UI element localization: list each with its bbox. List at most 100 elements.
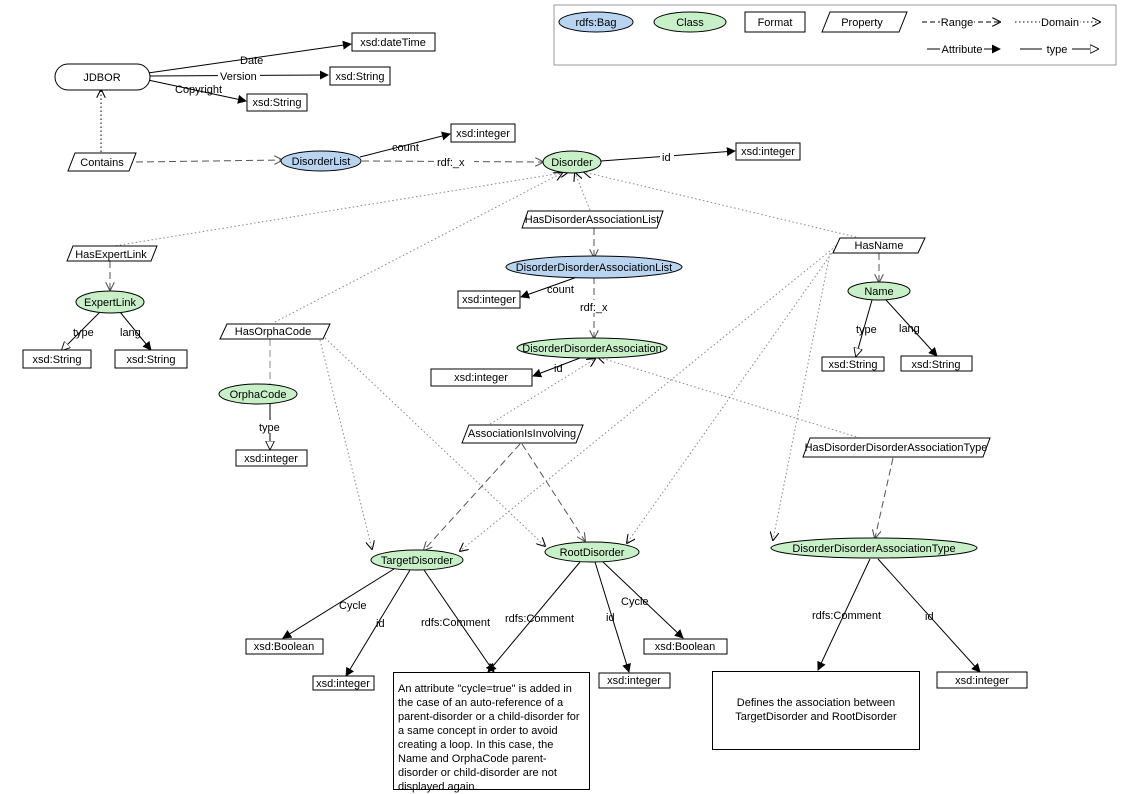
edge-copyright bbox=[147, 79, 247, 104]
has-disorder-association-list-property bbox=[521, 210, 664, 229]
edge-expert-type bbox=[62, 311, 101, 350]
legend-format-shape bbox=[744, 11, 806, 33]
legend-property-label: Property bbox=[841, 17, 883, 29]
target-disorder-node bbox=[370, 549, 464, 571]
edge-ddal-count bbox=[520, 275, 581, 299]
name-type-string-box bbox=[821, 356, 885, 372]
target-id-integer-label: xsd:integer bbox=[316, 678, 370, 690]
version-string-label: xsd:String bbox=[336, 71, 385, 83]
has-orpha-code-label: HasOrphaCode bbox=[235, 326, 311, 338]
root-disorder-node bbox=[544, 541, 640, 563]
disorder-list-node bbox=[280, 150, 362, 172]
edge-hoc-root bbox=[324, 337, 545, 546]
edges bbox=[62, 40, 981, 677]
has-orpha-code-property bbox=[219, 323, 331, 340]
edge-label-type-comment: rdfs:Comment bbox=[812, 610, 881, 622]
nodes: JDBOR xsd:dateTime xsd:String xsd:String… bbox=[22, 32, 1028, 691]
disorder-list-label: DisorderList bbox=[292, 156, 351, 168]
legend-property-shape bbox=[821, 11, 908, 33]
association-is-involving-label: AssociationIsInvolving bbox=[468, 428, 576, 440]
name-label: Name bbox=[864, 286, 893, 298]
edge-label-copyright: Copyright bbox=[175, 84, 222, 96]
edge-root-comment bbox=[487, 561, 581, 673]
legend-bag-label: rdfs:Bag bbox=[576, 17, 617, 29]
edge-label-date: Date bbox=[240, 55, 263, 67]
assoc-id-integer-label: xsd:integer bbox=[454, 372, 508, 384]
type-id-integer-box bbox=[936, 671, 1028, 689]
edge-hasname-type bbox=[773, 252, 831, 540]
has-name-property bbox=[832, 237, 926, 254]
edge-aii-target bbox=[424, 443, 521, 550]
edge-label-expert-lang: lang bbox=[120, 327, 141, 339]
count-integer-box bbox=[450, 123, 516, 143]
has-dd-association-type-label: HasDisorderDisorderAssociationType bbox=[805, 442, 988, 454]
target-cycle-boolean-box bbox=[245, 638, 324, 655]
type-id-integer-label: xsd:integer bbox=[955, 675, 1009, 687]
jdbor-label: JDBOR bbox=[83, 72, 120, 84]
orpha-type-integer-box bbox=[235, 449, 308, 467]
assoc-id-integer-box bbox=[430, 368, 533, 387]
edge-name-type bbox=[856, 299, 873, 356]
id-integer-box bbox=[735, 142, 801, 161]
dd-association-label: DisorderDisorderAssociation bbox=[522, 343, 661, 355]
dd-association-list-label: DisorderDisorderAssociationList bbox=[516, 262, 673, 274]
name-lang-string-box bbox=[900, 355, 973, 372]
name-node bbox=[847, 281, 911, 301]
edge-hel-domain bbox=[107, 172, 568, 248]
dd-association-type-label: DisorderDisorderAssociationType bbox=[792, 543, 955, 555]
legend-attribute-label: Attribute bbox=[942, 44, 983, 56]
legend-format-label: Format bbox=[758, 17, 793, 29]
count-integer-label: xsd:integer bbox=[456, 128, 510, 140]
disorder-label: Disorder bbox=[551, 157, 593, 169]
edge-list-count bbox=[359, 131, 451, 158]
has-expert-link-property bbox=[66, 245, 158, 262]
expert-link-label: ExpertLink bbox=[84, 297, 136, 309]
edge-hasname-root bbox=[627, 249, 835, 543]
dd-association-node bbox=[516, 337, 668, 359]
dd-association-list-node bbox=[505, 255, 683, 279]
expert-lang-string-box bbox=[114, 349, 188, 369]
root-cycle-boolean-label: xsd:Boolean bbox=[655, 641, 716, 653]
list-count-integer-box bbox=[457, 290, 521, 309]
expert-type-string-box bbox=[22, 349, 92, 369]
edge-label-count: count bbox=[392, 142, 419, 154]
edge-label-version: Version bbox=[220, 71, 257, 83]
edge-label-root-id: id bbox=[606, 612, 615, 624]
id-integer-label: xsd:integer bbox=[741, 146, 795, 158]
root-id-integer-label: xsd:integer bbox=[607, 675, 661, 687]
edge-date bbox=[147, 40, 352, 74]
edge-label-target-id: id bbox=[376, 618, 385, 630]
has-dd-association-type-property bbox=[802, 437, 991, 458]
edge-label-target-cycle: Cycle bbox=[339, 600, 367, 612]
expert-type-string-label: xsd:String bbox=[33, 354, 82, 366]
orpha-code-node bbox=[218, 383, 298, 405]
edge-label-id: id bbox=[662, 152, 671, 164]
edge-root-id bbox=[594, 561, 631, 673]
legend-bag-shape bbox=[558, 11, 634, 33]
edge-target-comment bbox=[423, 569, 495, 673]
copyright-string-box bbox=[246, 93, 308, 112]
edge-hddat-domain bbox=[598, 357, 861, 439]
edge-hddat-range bbox=[875, 457, 894, 538]
edge-hasname-domain bbox=[584, 172, 861, 239]
edge-labels: Date Version Copyright count rdf:_x id c… bbox=[73, 55, 934, 630]
root-disorder-label: RootDisorder bbox=[560, 547, 625, 559]
edge-type-id bbox=[877, 558, 981, 673]
datetime-box bbox=[351, 32, 436, 52]
legend: rdfs:Bag Class Format Property Range Dom… bbox=[553, 4, 1117, 66]
name-type-string-label: xsd:String bbox=[829, 359, 878, 371]
legend-class-label: Class bbox=[676, 17, 704, 29]
edge-expert-lang bbox=[119, 311, 152, 351]
legend-type-label: type bbox=[1047, 44, 1068, 56]
copyright-string-label: xsd:String bbox=[253, 97, 302, 109]
association-is-involving-property bbox=[461, 424, 584, 444]
edge-target-id bbox=[345, 569, 411, 677]
root-id-integer-box bbox=[598, 672, 671, 689]
edge-hoc-target bbox=[319, 339, 372, 549]
contains-property bbox=[67, 152, 137, 172]
has-expert-link-label: HasExpertLink bbox=[75, 249, 147, 261]
target-id-integer-box bbox=[312, 675, 375, 691]
has-name-label: HasName bbox=[855, 240, 904, 252]
legend-domain-label: Domain bbox=[1041, 17, 1079, 29]
